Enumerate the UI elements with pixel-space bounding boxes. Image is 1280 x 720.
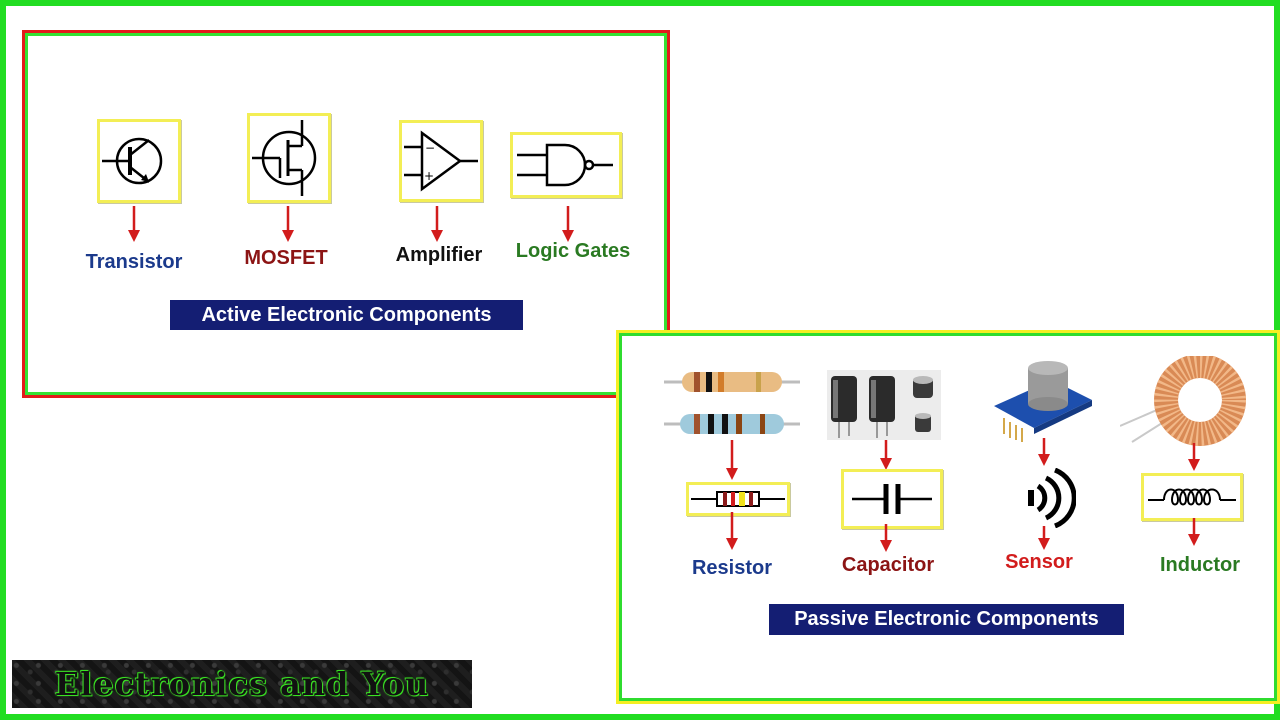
arrow-down-icon xyxy=(725,512,739,550)
arrow-down-icon xyxy=(1037,526,1051,550)
amplifier-symbol-icon: − + xyxy=(399,120,483,202)
channel-logo: Electronics and You xyxy=(12,660,472,708)
capacitor-photo-icon xyxy=(827,370,941,440)
sensor-photo-icon xyxy=(992,360,1094,442)
arrow-down-icon xyxy=(281,206,295,242)
transistor-label: Transistor xyxy=(86,251,183,274)
channel-logo-text: Electronics and You xyxy=(55,665,430,703)
arrow-down-icon xyxy=(725,440,739,480)
arrow-down-icon xyxy=(879,440,893,470)
logic-gates-label: Logic Gates xyxy=(516,240,630,263)
arrow-down-icon xyxy=(430,206,444,242)
mosfet-label: MOSFET xyxy=(244,247,327,270)
transistor-symbol-icon xyxy=(97,119,181,203)
arrow-down-icon xyxy=(127,206,141,242)
passive-components-title: Passive Electronic Components xyxy=(769,604,1124,635)
logic-gate-symbol-icon xyxy=(510,132,622,198)
svg-text:+: + xyxy=(424,169,434,183)
capacitor-symbol-icon xyxy=(841,469,943,529)
arrow-down-icon xyxy=(1037,438,1051,466)
sensor-symbol-icon xyxy=(1024,468,1076,528)
resistor-photo-icon xyxy=(664,366,800,438)
amplifier-label: Amplifier xyxy=(396,244,483,267)
sensor-label: Sensor xyxy=(1005,551,1073,574)
inductor-photo-icon xyxy=(1120,356,1246,448)
arrow-down-icon xyxy=(561,206,575,242)
resistor-symbol-icon xyxy=(686,482,790,516)
inductor-symbol-icon xyxy=(1141,473,1243,521)
active-components-title: Active Electronic Components xyxy=(170,300,523,330)
arrow-down-icon xyxy=(1187,518,1201,546)
inductor-label: Inductor xyxy=(1160,554,1240,577)
resistor-label: Resistor xyxy=(692,557,772,580)
arrow-down-icon xyxy=(879,524,893,552)
arrow-down-icon xyxy=(1187,443,1201,471)
capacitor-label: Capacitor xyxy=(842,554,934,577)
mosfet-symbol-icon xyxy=(247,113,331,203)
svg-text:−: − xyxy=(425,141,435,155)
